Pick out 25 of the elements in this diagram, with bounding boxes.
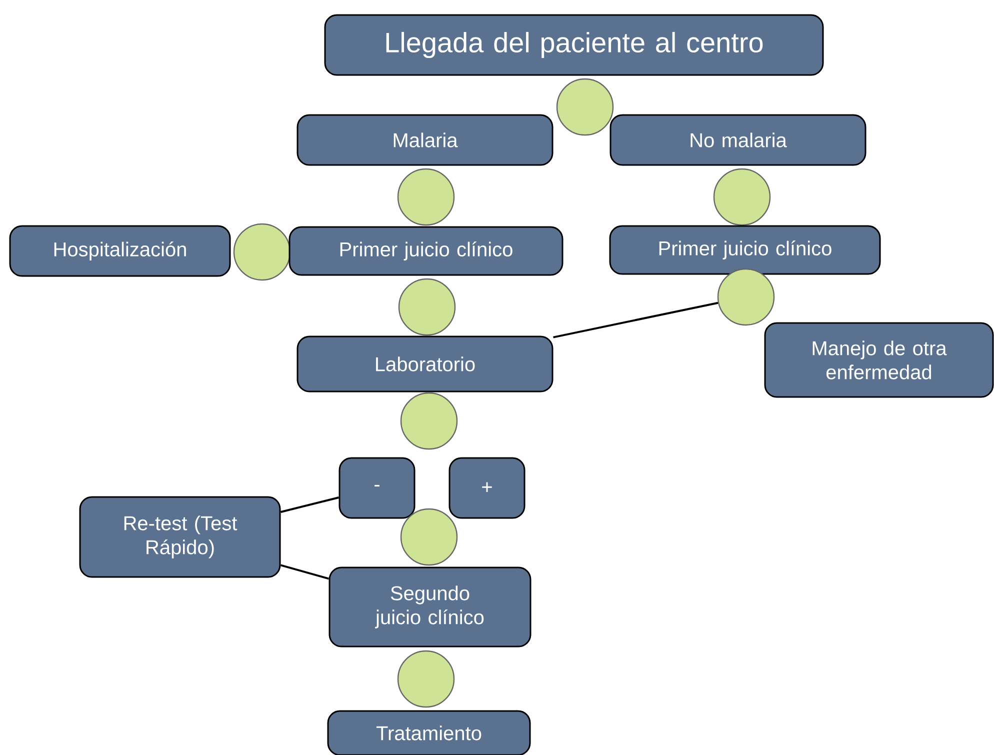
connector-circle [713,168,771,226]
connector-circle [397,650,455,708]
connector-line [280,564,330,580]
process-box: + [448,457,526,519]
connector-circle [556,78,614,136]
process-box: Laboratorio [296,336,554,392]
process-box: Primer juicio clínico [609,225,881,275]
process-box: Llegada del paciente al centro [324,14,824,76]
connector-circle [397,168,455,226]
connector-line [280,496,339,513]
process-box: No malaria [610,114,866,166]
connector-circle [400,508,458,566]
connector-line [553,302,718,338]
process-box: Manejo de otra enfermedad [764,322,994,398]
connector-circle [717,268,775,326]
connector-circle [398,278,456,336]
process-box: Malaria [296,114,554,166]
process-box: Re-test (Test Rápido) [79,496,281,578]
process-box: - [338,457,416,519]
process-box: Segundo juicio clínico [328,566,532,648]
process-box: Primer juicio clínico [288,226,564,276]
process-box: Tratamiento [327,710,531,755]
connector-circle [400,392,458,450]
process-box: Hospitalización [9,225,231,277]
connector-circle [233,223,291,281]
